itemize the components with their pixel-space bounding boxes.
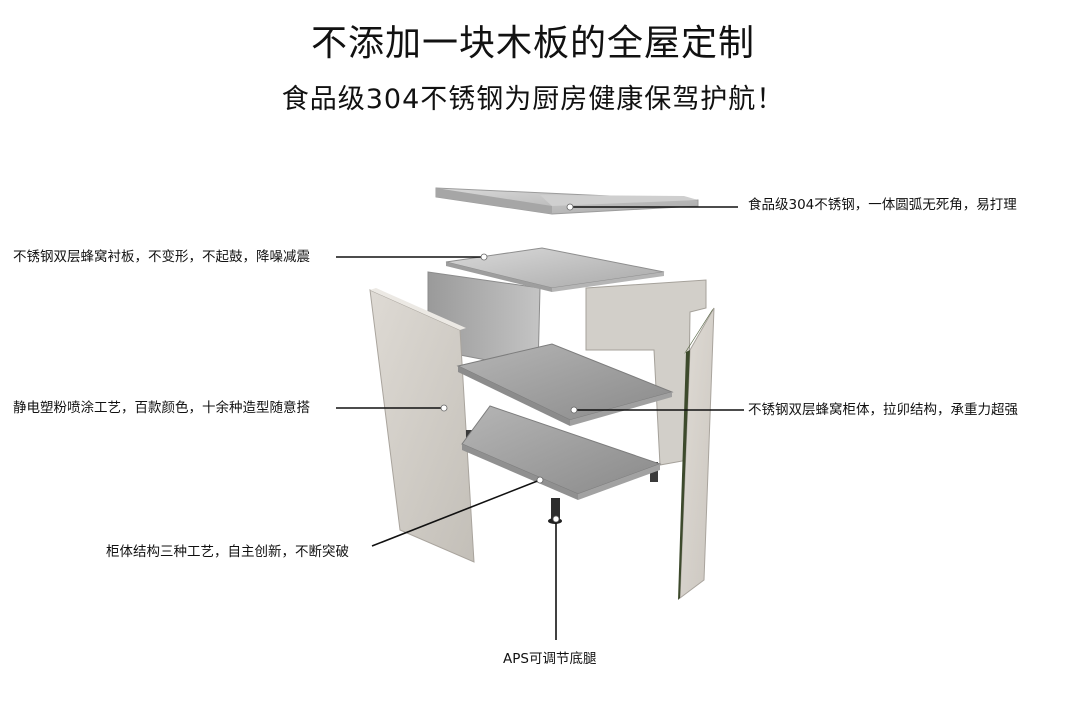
page-subtitle: 食品级304不锈钢为厨房健康保驾护航！	[281, 84, 785, 115]
bottom-shelf	[461, 405, 662, 500]
callout-countertop: 食品级304不锈钢，一体圆弧无死角，易打理	[748, 197, 1017, 213]
right-door-panel	[678, 307, 715, 600]
liner-board	[445, 247, 665, 292]
left-side-panel	[369, 288, 475, 563]
middle-shelf	[456, 343, 674, 426]
page-title: 不添加一块木板的全屋定制	[310, 23, 755, 64]
callout-side-panel: 静电塑粉喷涂工艺，百款颜色，十余种造型随意搭	[13, 400, 310, 416]
countertop-part	[435, 187, 699, 215]
callout-cabinet-body: 不锈钢双层蜂窝柜体，拉卯结构，承重力超强	[748, 402, 1018, 418]
leader-lines	[336, 206, 744, 640]
callout-legs: APS可调节底腿	[503, 651, 597, 667]
leader-structure	[371, 479, 541, 547]
callout-liner-board: 不锈钢双层蜂窝衬板，不变形，不起鼓，降噪减震	[13, 249, 310, 265]
callout-structure: 柜体结构三种工艺，自主创新，不断突破	[106, 544, 349, 560]
leader-dots	[440, 203, 578, 523]
